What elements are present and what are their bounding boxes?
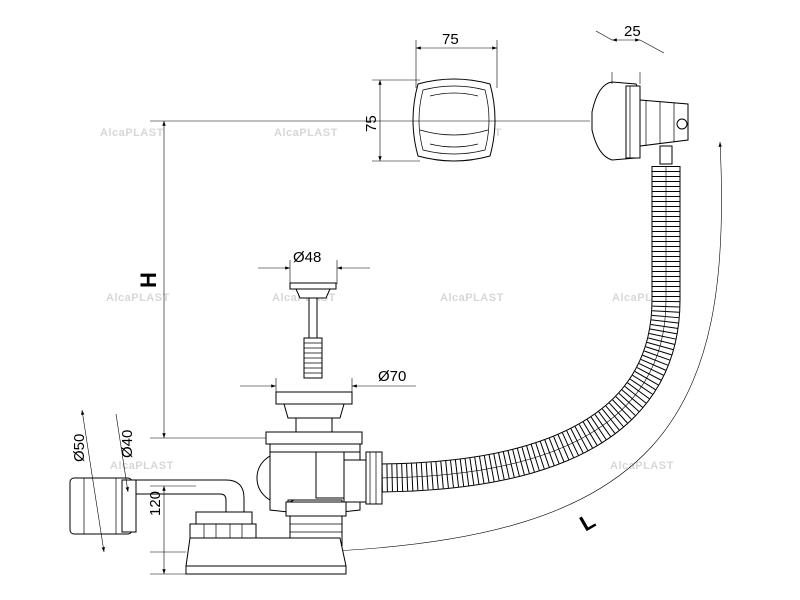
dim-label-outlet-outer: Ø50 [71, 434, 88, 462]
drain-flange [275, 391, 353, 433]
dimension-flange-diameter: Ø70 [240, 368, 416, 394]
dim-label-H: H [136, 272, 161, 288]
siphon-trap [129, 479, 347, 575]
drain-body [256, 431, 383, 547]
dim-label-trap-height: 120 [147, 491, 164, 516]
dimension-height-H: H [136, 120, 392, 439]
watermark: AlcaPLAST [106, 292, 170, 304]
dim-label-overflow-depth: 25 [624, 23, 641, 40]
outlet-pipe [69, 477, 137, 535]
watermark: AlcaPLAST [274, 127, 338, 139]
dim-label-cap-width: 75 [442, 31, 459, 48]
dimension-overflow-depth: 25 [595, 23, 665, 84]
dim-label-outlet-inner: Ø40 [119, 430, 136, 458]
dimension-plug-diameter: Ø48 [258, 249, 370, 284]
dim-label-flange-diameter: Ø70 [378, 368, 406, 385]
watermark: AlcaPLAST [610, 460, 674, 472]
dim-label-plug-diameter: Ø48 [293, 249, 321, 266]
dimension-cap-height: 75 [363, 79, 420, 162]
dimension-outlet-inner: Ø40 [115, 413, 136, 493]
corrugated-hose [371, 166, 681, 493]
dim-label-cap-height: 75 [363, 115, 380, 132]
overflow-head-side-view [591, 81, 689, 165]
watermark: AlcaPLAST [110, 460, 174, 472]
dimension-cap-width: 75 [415, 31, 498, 88]
overflow-cap-front-view [412, 78, 496, 162]
watermark: AlcaPLAST [440, 292, 504, 304]
watermark: AlcaPLAST [100, 127, 164, 139]
plug-stopper [289, 282, 337, 379]
dim-label-L: L [575, 508, 599, 536]
dimension-trap-height: 120 [147, 485, 196, 575]
dimension-outlet-outer: Ø50 [71, 409, 105, 553]
